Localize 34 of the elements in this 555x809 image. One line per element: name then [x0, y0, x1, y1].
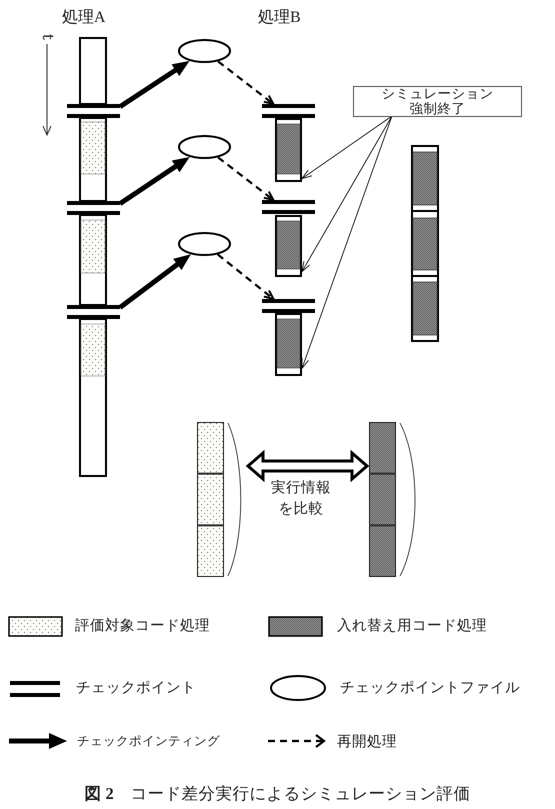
legend-label: チェックポイント	[76, 678, 196, 697]
legend-label: 入れ替え用コード処理	[337, 616, 487, 635]
checkpoint-bars	[262, 104, 315, 118]
axis-label: t	[38, 32, 58, 42]
checkpoint-bars	[262, 200, 315, 214]
dashed-arrow	[216, 254, 274, 300]
process-bar	[79, 37, 107, 477]
note-text: 実行情報を比較	[270, 478, 332, 520]
legend-label: 評価対象コード処理	[75, 616, 210, 635]
legend-label: チェックポイントファイル	[340, 678, 520, 697]
callout-box	[353, 86, 522, 117]
heading: 処理B	[258, 8, 302, 28]
legend-label: 再開処理	[337, 732, 397, 751]
checkpoint-file-ellipse	[178, 232, 231, 256]
double-arrow	[246, 450, 370, 482]
checkpoint-bars	[262, 299, 315, 313]
legend-label: チェックポインティング	[77, 733, 220, 750]
thick-arrow	[118, 60, 190, 109]
checkpoint-file-ellipse	[178, 39, 231, 63]
checkpoint-file-ellipse	[178, 135, 231, 159]
thick-arrow	[118, 254, 191, 310]
thick-arrow	[118, 156, 190, 206]
process-segment	[275, 118, 302, 182]
process-segment	[275, 215, 302, 277]
leader-line	[302, 116, 391, 180]
leader-line	[302, 116, 392, 369]
callout-text: シミュレーション強制終了	[380, 87, 494, 116]
process-bar	[411, 145, 439, 342]
leader-line	[302, 116, 392, 272]
process-segment	[275, 313, 302, 376]
heading: 処理A	[62, 8, 107, 28]
dashed-arrow	[217, 156, 274, 201]
caption: 図 2 コード差分実行によるシミュレーション評価	[83, 783, 472, 805]
dashed-arrow	[217, 60, 274, 105]
